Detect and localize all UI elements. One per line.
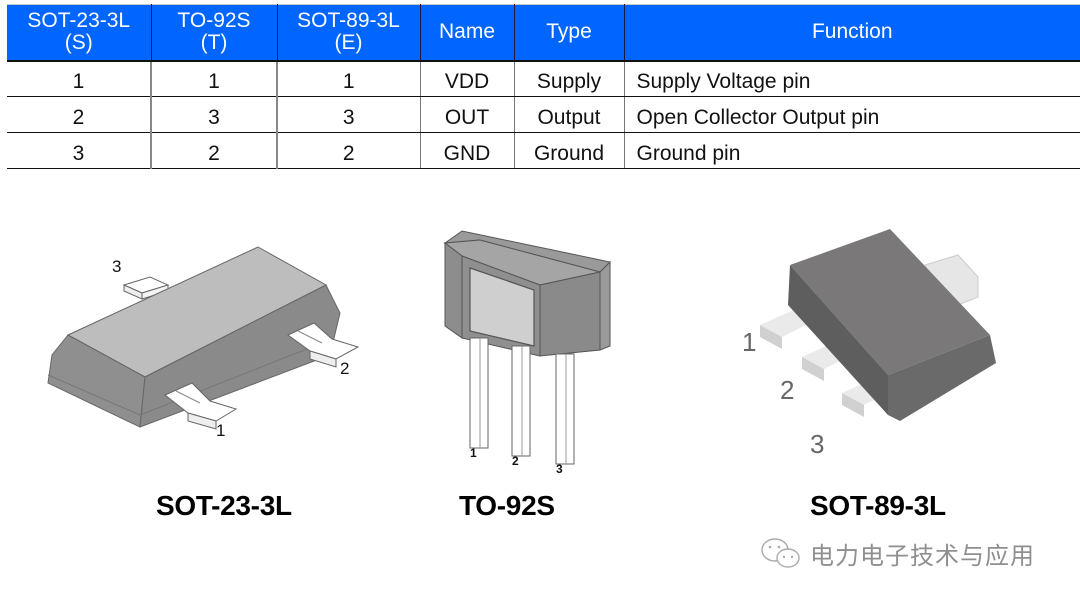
sot89-pin3-label: 3 [810, 429, 825, 459]
cell-sot89: 1 [277, 60, 421, 97]
sot23-package-drawing: 1 2 3 [40, 235, 370, 450]
watermark: 电力电子技术与应用 [760, 536, 1035, 571]
cell-sot23: 2 [7, 96, 152, 133]
table-header-row: SOT-23-3L(S) TO-92S(T) SOT-89-3L(E) Name… [7, 4, 1080, 62]
cell-type: Output [514, 96, 625, 133]
cell-type: Supply [514, 60, 625, 97]
sot23-caption: SOT-23-3L [156, 490, 292, 521]
cell-sot23: 1 [7, 60, 152, 97]
sot89-pin1-label: 1 [742, 327, 757, 357]
cell-to92s: 2 [151, 132, 278, 169]
sot89-caption: SOT-89-3L [810, 490, 946, 521]
cell-to92s: 1 [151, 60, 278, 97]
to92s-pin3-label: 3 [556, 462, 563, 476]
to92s-pin1-label: 1 [470, 446, 477, 460]
sot89-package-drawing: 1 2 3 [730, 225, 1010, 459]
cell-function: Ground pin [624, 132, 1080, 169]
cell-sot23: 3 [7, 132, 152, 169]
cell-function: Supply Voltage pin [624, 60, 1080, 97]
cell-function: Open Collector Output pin [624, 96, 1080, 133]
table-row: 1 1 1 VDD Supply Supply Voltage pin [7, 60, 1080, 97]
sot23-pin2-label: 2 [340, 359, 350, 378]
wechat-icon [761, 537, 800, 568]
cell-to92s: 3 [151, 96, 278, 133]
sot89-pin2-label: 2 [780, 375, 795, 405]
cell-name: OUT [420, 96, 515, 133]
sot23-pin1-label: 1 [216, 421, 226, 440]
sot23-chip-icon [47, 246, 360, 430]
cell-name: VDD [420, 60, 515, 97]
pin-assignment-table: SOT-23-3L(S) TO-92S(T) SOT-89-3L(E) Name… [7, 4, 1080, 169]
header-to92s: TO-92S(T) [151, 4, 278, 62]
header-sot89: SOT-89-3L(E) [277, 4, 421, 62]
header-type: Type [514, 4, 625, 62]
to92s-pin2-label: 2 [512, 454, 519, 468]
table-row: 2 3 3 OUT Output Open Collector Output p… [7, 96, 1080, 133]
cell-name: GND [420, 132, 515, 169]
header-sot23: SOT-23-3L(S) [7, 4, 152, 62]
cell-sot89: 3 [277, 96, 421, 133]
sot23-pin3-label: 3 [112, 257, 122, 276]
cell-sot89: 2 [277, 132, 421, 169]
header-name: Name [420, 4, 515, 62]
cell-type: Ground [514, 132, 625, 169]
to92s-transistor-icon [443, 230, 612, 465]
to92s-package-drawing: 1 2 3 [440, 228, 615, 478]
header-function: Function [624, 4, 1080, 62]
to92s-caption: TO-92S [459, 490, 555, 521]
sot89-chip-icon [760, 229, 996, 421]
watermark-text: 电力电子技术与应用 [810, 542, 1035, 570]
table-row: 3 2 2 GND Ground Ground pin [7, 132, 1080, 169]
